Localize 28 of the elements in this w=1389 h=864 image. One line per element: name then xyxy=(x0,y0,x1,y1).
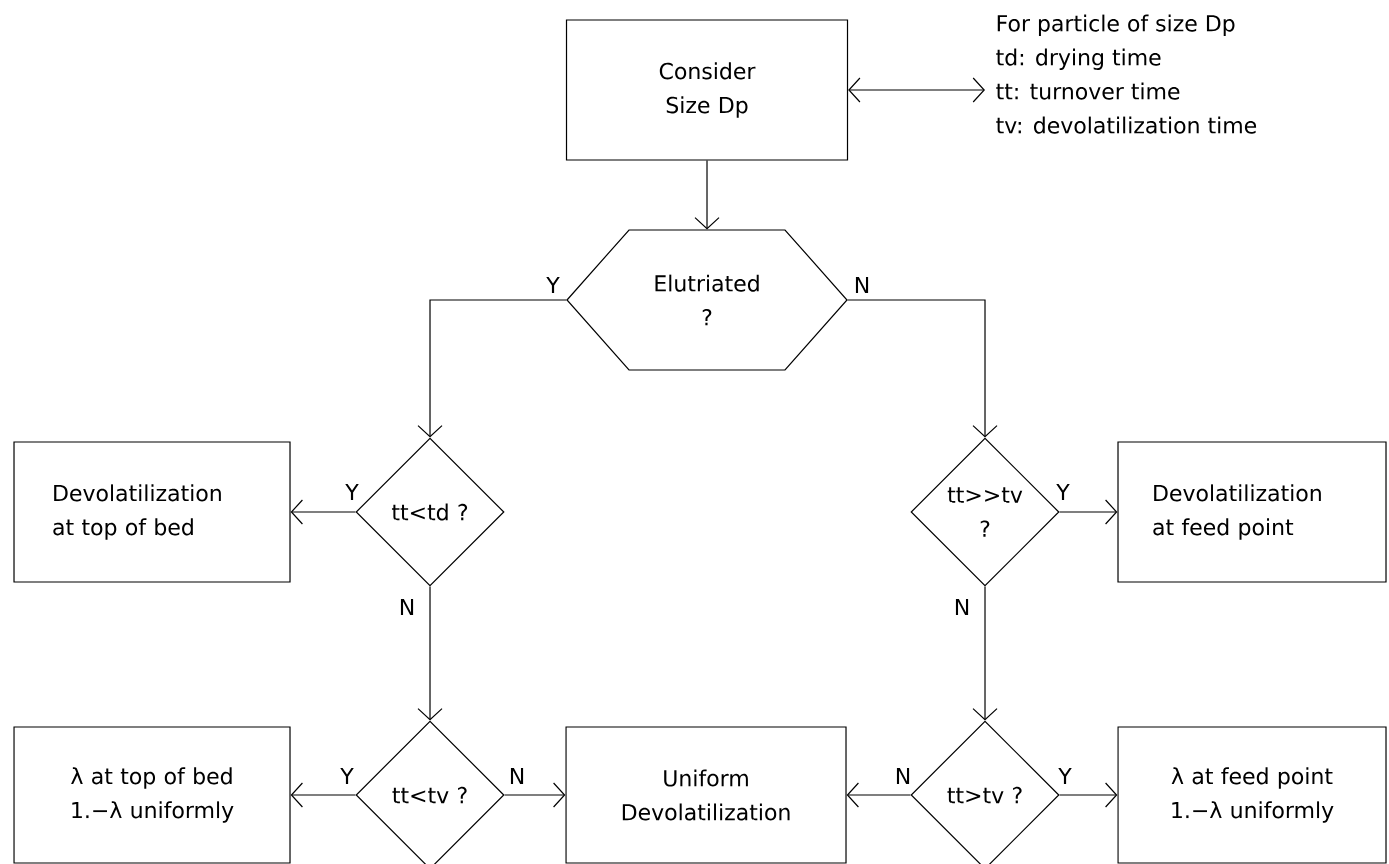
edge-label: N xyxy=(952,598,972,616)
edge-label: N xyxy=(852,276,872,294)
decision-hexagon: Elutriated ? xyxy=(566,229,848,371)
process-box: Devolatilization at top of bed xyxy=(13,441,291,583)
edge-label: N xyxy=(397,598,417,616)
process-box: Devolatilization at feed point xyxy=(1117,441,1387,583)
arrow xyxy=(290,499,356,525)
process-box: Uniform Devolatilization xyxy=(565,726,847,864)
process-box: λ at top of bed 1.−λ uniformly xyxy=(13,726,291,864)
arrow xyxy=(290,782,356,808)
arrow xyxy=(417,299,567,438)
arrow xyxy=(1059,782,1118,808)
arrow xyxy=(848,77,985,103)
arrow xyxy=(847,299,998,438)
arrow xyxy=(504,782,566,808)
arrow xyxy=(846,782,911,808)
edge-label: N xyxy=(893,767,913,785)
edge-label: Y xyxy=(1057,767,1073,785)
arrow xyxy=(1059,499,1118,525)
edge-label: Y xyxy=(339,767,355,785)
arrow xyxy=(417,586,443,721)
process-box: λ at feed point 1.−λ uniformly xyxy=(1117,726,1387,864)
edge-label: N xyxy=(507,767,527,785)
edge-label: Y xyxy=(545,276,561,294)
note-text: For particle of size Dp td: drying time tt: turnover time tv: devolatilization time xyxy=(996,14,1257,134)
process-box: Consider Size Dp xyxy=(565,19,849,161)
arrow xyxy=(694,160,720,230)
arrow xyxy=(972,586,998,721)
